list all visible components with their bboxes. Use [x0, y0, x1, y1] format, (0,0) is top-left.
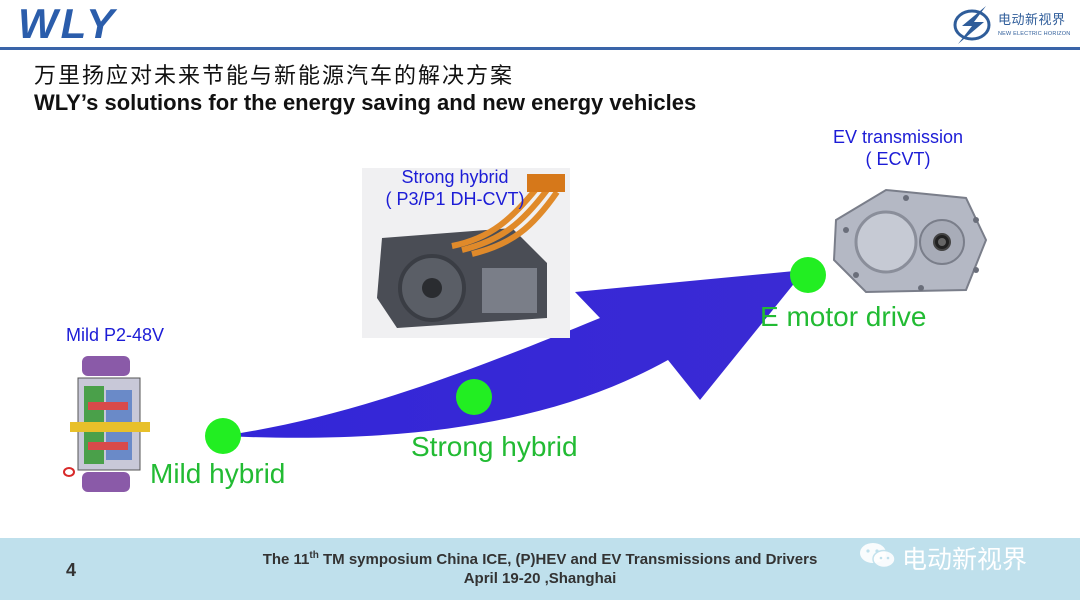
- logo-text: WLY: [18, 2, 118, 46]
- footer-event-title-superscript: th: [309, 550, 319, 561]
- brand-name: 电动新视界: [998, 13, 1066, 28]
- mild-photo-caption: Mild P2-48V: [65, 325, 165, 345]
- title-chinese: 万里扬应对未来节能与新能源汽车的解决方案: [34, 64, 515, 89]
- strong-hybrid-dot: [456, 379, 492, 415]
- footer-event-title-suffix: TM symposium China ICE, (P)HEV and EV Tr…: [318, 551, 818, 568]
- footer-event-title-prefix: The 11: [262, 551, 310, 568]
- slide-header: WLY 电动新视界 NEW ELECTRIC HORIZON: [0, 0, 1080, 52]
- wly-logo: WLY: [18, 2, 118, 46]
- e-motor-dot: [790, 257, 826, 293]
- ev-caption-line2: ( ECVT): [865, 149, 931, 169]
- wechat-icon: [860, 543, 896, 569]
- page-number: 4: [66, 560, 77, 580]
- brand-subtitle: NEW ELECTRIC HORIZON: [998, 31, 1071, 37]
- header-divider: [0, 47, 1080, 50]
- globe-bolt-icon: [953, 6, 991, 44]
- ev-photo-caption: EV transmission ( ECVT): [808, 126, 988, 170]
- footer-event-date: April 19-20 ,Shanghai: [463, 570, 617, 587]
- ev-transmission-image: [832, 188, 988, 294]
- strong-photo-caption: Strong hybrid ( P3/P1 DH-CVT): [350, 166, 560, 210]
- strong-hybrid-photo: [362, 168, 570, 338]
- strong-hybrid-label: Strong hybrid: [411, 431, 578, 462]
- title-english: WLY’s solutions for the energy saving an…: [34, 90, 697, 115]
- brand-block: 电动新视界 NEW ELECTRIC HORIZON: [948, 4, 1076, 48]
- watermark: 电动新视界: [858, 540, 1068, 574]
- mild-p2-module-image: [63, 356, 150, 492]
- watermark-text: 电动新视界: [902, 545, 1028, 574]
- strong-caption-line2: ( P3/P1 DH-CVT): [385, 189, 525, 209]
- e-motor-drive-label: E motor drive: [760, 301, 927, 332]
- mild-hybrid-dot: [205, 418, 241, 454]
- footer-event-title: The 11th TM symposium China ICE, (P)HEV …: [230, 550, 850, 568]
- mild-hybrid-label: Mild hybrid: [150, 458, 286, 489]
- slide-footer: 4 The 11th TM symposium China ICE, (P)HE…: [0, 538, 1080, 600]
- ev-caption-line1: EV transmission: [832, 127, 964, 147]
- strong-caption-line1: Strong hybrid: [401, 167, 509, 187]
